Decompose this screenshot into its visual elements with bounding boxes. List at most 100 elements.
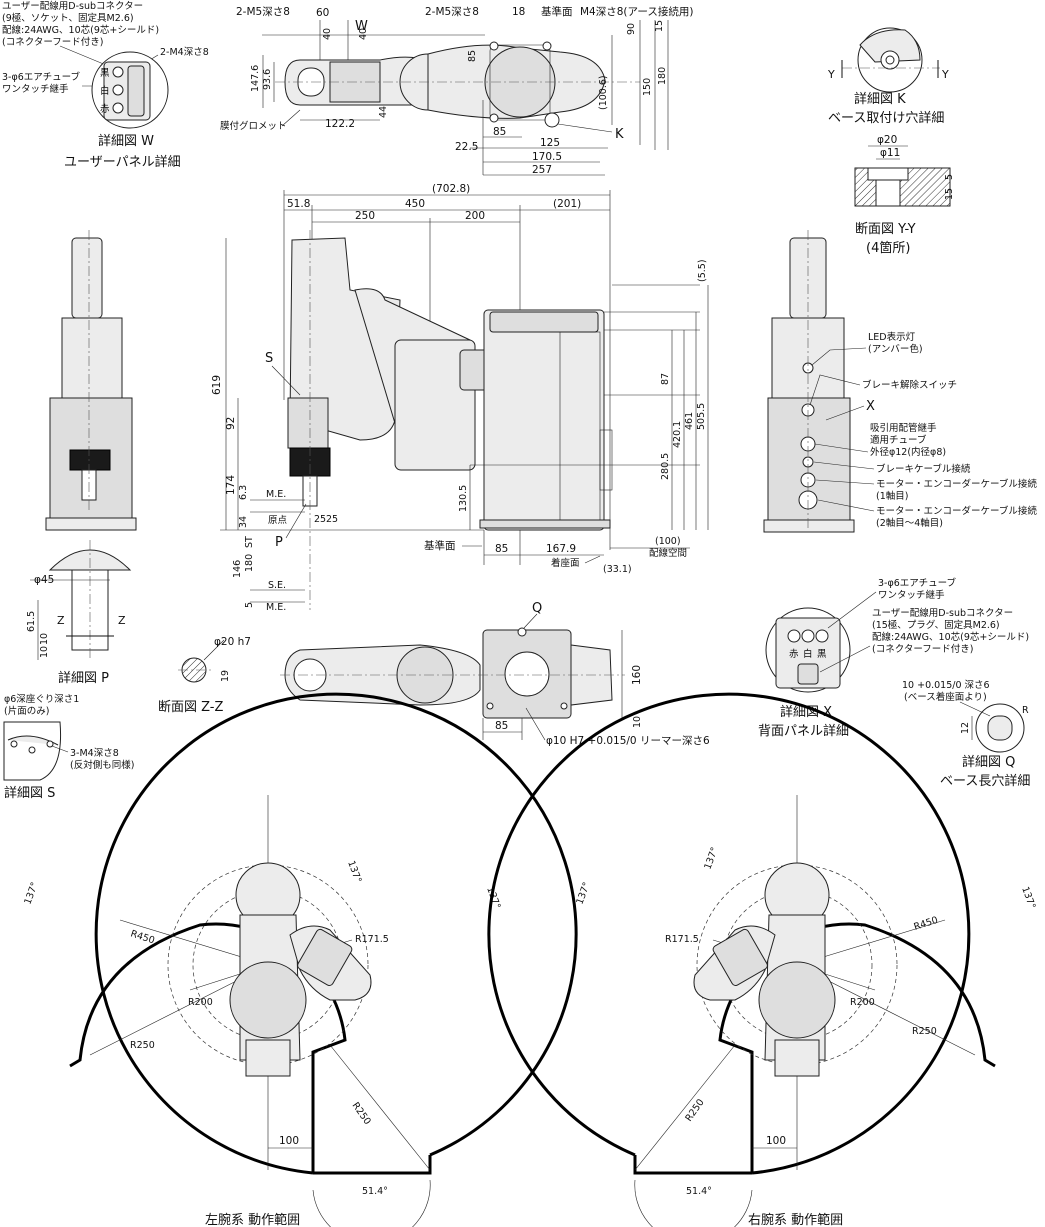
section-zz-title: 断面図 Z-Z xyxy=(158,700,224,715)
top-dim-90: 90 xyxy=(626,23,637,35)
range-left-r250a: R250 xyxy=(130,1040,155,1051)
range-right-r250b: R250 xyxy=(683,1097,706,1124)
bottom-reamer: φ10 H7 +0.015/0 リーマー深さ6 xyxy=(546,735,710,747)
side-dim-5: 5 xyxy=(244,602,255,608)
detail-w-dsub-label-3: 配線:24AWG、10芯(9芯+シールド) xyxy=(2,24,159,36)
rear-motor24-2: (2軸目〜4軸目) xyxy=(876,517,943,529)
rear-brake-switch: ブレーキ解除スイッチ xyxy=(862,379,957,391)
rear-led-2: (アンバー色) xyxy=(868,343,923,355)
detail-q: 10 +0.015/0 深さ6 (ベース着座面より) R 12 詳細図 Q ベー… xyxy=(902,680,1030,789)
side-dim-63: 6.3 xyxy=(238,485,249,500)
range-right-title: 右腕系 動作範囲 xyxy=(748,1212,843,1227)
side-kijun: 基準面 xyxy=(424,539,456,552)
side-s-label: S xyxy=(265,351,273,366)
detail-p-z-left: Z xyxy=(57,614,65,627)
range-left-outer-arc xyxy=(94,692,578,1175)
rear-suction-2: 適用チューブ xyxy=(870,434,927,446)
detail-x-dsub-connector xyxy=(797,663,819,685)
side-me-top: M.E. xyxy=(266,489,286,500)
side-dim-200: 200 xyxy=(465,210,485,222)
section-yy-phi11: φ11 xyxy=(880,147,900,159)
section-zz-dim-19: 19 xyxy=(220,670,231,682)
front-bellows xyxy=(69,449,111,471)
section-yy: φ20 φ11 5 15 断面図 Y-Y (4箇所) xyxy=(854,134,955,256)
section-yy-dim-5: 5 xyxy=(944,174,955,180)
detail-x-dsub-1: ユーザー配線用D-subコネクター xyxy=(872,607,1013,619)
bottom-q-label: Q xyxy=(532,601,542,616)
detail-w-air-label-1: 3-φ6エアチューブ xyxy=(2,71,81,83)
range-left-r250b: R250 xyxy=(350,1100,373,1127)
top-dim-18: 18 xyxy=(512,6,525,18)
side-dim-5055: 505.5 xyxy=(696,403,707,430)
top-dim-1705: 170.5 xyxy=(532,151,562,163)
rear-motor1-1: モーター・エンコーダーケーブル接続 xyxy=(876,478,1037,490)
bottom-dim-160: 160 xyxy=(631,665,643,685)
side-dim-34: 34 xyxy=(238,516,249,528)
rear-suction-1: 吸引用配管継手 xyxy=(870,422,937,434)
side-dim-250: 250 xyxy=(355,210,375,222)
air-fitting-2-icon xyxy=(112,84,124,96)
side-base xyxy=(483,309,605,531)
top-dim-40a: 40 xyxy=(322,28,333,40)
detail-x-air-black-icon xyxy=(815,629,829,643)
side-haisen: 配線空間 xyxy=(649,547,687,559)
top-k-label: K xyxy=(615,127,624,142)
front-arm1 xyxy=(61,317,123,399)
detail-p-phi45: φ45 xyxy=(34,574,54,586)
top-dim-40b: 40 xyxy=(358,28,369,40)
side-dim-1679: 167.9 xyxy=(546,543,576,555)
range-right-r250a: R250 xyxy=(912,1026,937,1037)
detail-p-z-right: Z xyxy=(118,614,126,627)
range-left-a137-left: 137° xyxy=(22,881,40,906)
side-chakuza: 着座面 xyxy=(551,557,580,569)
detail-x-dsub-2: (15極、プラグ、固定具M2.6) xyxy=(872,619,1000,631)
detail-x-title: 詳細図 X xyxy=(780,704,832,720)
section-yy-phi20: φ20 xyxy=(877,134,897,146)
detail-p: φ45 61.5 10 10 Z Z 詳細図 P xyxy=(26,540,132,686)
top-dim-15: 15 xyxy=(654,20,665,32)
side-origin: 原点 xyxy=(268,515,288,526)
side-dim-85: 85 xyxy=(495,543,508,555)
top-m5-left: 2-M5深さ8 xyxy=(236,6,290,18)
air-fitting-3-icon xyxy=(112,102,124,114)
range-left-r200: R200 xyxy=(188,997,213,1008)
top-dim-225: 22.5 xyxy=(455,141,478,153)
detail-q-dim-12: 12 xyxy=(960,722,971,734)
detail-x-air-2: ワンタッチ継手 xyxy=(878,589,945,601)
side-view: (702.8) 51.8 450 (201) 250 200 619 92 17… xyxy=(211,183,709,613)
side-dim-2805: 280.5 xyxy=(660,453,671,480)
color-red-label: 赤 xyxy=(100,104,110,115)
top-dim-1006: (100.6) xyxy=(598,75,609,110)
detail-q-r: R xyxy=(1022,705,1029,716)
detail-w: ユーザー配線用D-subコネクター (9極、ソケット、固定具M2.6) 配線:2… xyxy=(2,0,209,170)
detail-x-air-1: 3-φ6エアチューブ xyxy=(878,577,957,589)
detail-s-cb-1: φ6深座ぐり深さ1 xyxy=(4,693,79,705)
detail-w-dsub-label-4: (コネクターフード付き) xyxy=(2,37,103,48)
detail-x-color-black: 黒 xyxy=(817,649,827,660)
side-connectors xyxy=(599,429,613,491)
rear-motor1-2: (1軸目) xyxy=(876,490,908,502)
rear-brake-cable: ブレーキケーブル接続 xyxy=(876,463,971,475)
detail-s-m4-1: 3-M4深さ8 xyxy=(70,748,119,759)
section-yy-subtitle: (4箇所) xyxy=(866,240,910,256)
side-dim-461: 461 xyxy=(684,412,695,430)
detail-w-dsub-connector xyxy=(127,65,145,117)
range-left-r1715: R171.5 xyxy=(355,934,389,945)
side-dim-518: 51.8 xyxy=(287,198,310,210)
side-dim-201: (201) xyxy=(553,198,581,210)
side-dim-st: ST xyxy=(244,536,255,548)
rear-led-1: LED表示灯 xyxy=(868,331,916,343)
top-view-base xyxy=(489,44,551,121)
top-grommet: 膜付グロメット xyxy=(220,120,287,132)
detail-k-subtitle: ベース取付け穴詳細 xyxy=(828,110,944,126)
section-zz: φ20 h7 19 断面図 Z-Z xyxy=(158,636,251,715)
section-yy-dim-15: 15 xyxy=(944,188,955,200)
rear-suction-3: 外径φ12(内径φ8) xyxy=(870,446,946,458)
color-white-label: 白 xyxy=(100,85,110,97)
detail-s-cb-2: (片面のみ) xyxy=(4,705,49,717)
section-yy-title: 断面図 Y-Y xyxy=(855,222,916,237)
detail-q-slot-icon xyxy=(987,715,1013,741)
side-dim-87: 87 xyxy=(660,373,671,385)
side-dim-331: (33.1) xyxy=(603,564,632,575)
top-view: 2-M5深さ8 60 W 2-M5深さ8 18 基準面 M4深さ8(アース接続用… xyxy=(220,5,693,176)
